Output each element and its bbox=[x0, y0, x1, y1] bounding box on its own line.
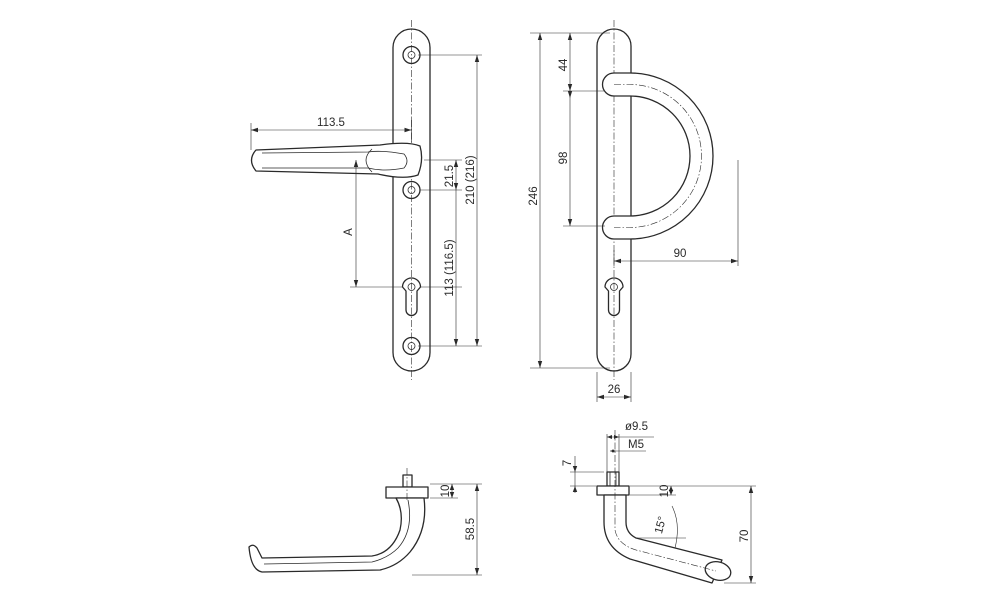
side-rose bbox=[385, 486, 429, 499]
front-view-dimensions: 113.5 A 21.5 113 (116.5) 210 (216) bbox=[250, 54, 482, 347]
dim-rose-height-side: 10 bbox=[440, 485, 452, 498]
dim-plate-width: 26 bbox=[608, 384, 621, 396]
dim-thread: M5 bbox=[628, 439, 644, 451]
dim-pull-top: 44 bbox=[558, 58, 570, 71]
lever-front-view bbox=[250, 20, 431, 380]
dim-spindle-to-cylinder: 113 (116.5) bbox=[444, 239, 456, 296]
side-view-dimensions: 10 58.5 bbox=[412, 483, 482, 576]
dim-overall-length: 246 bbox=[528, 186, 540, 205]
dim-rose-height-end: 10 bbox=[659, 485, 671, 498]
euro-cylinder-cutout bbox=[401, 277, 422, 317]
end-view-dimensions: ø9.5 M5 7 10 15° 70 bbox=[562, 421, 756, 584]
dim-handle-projection: 113.5 bbox=[317, 117, 345, 129]
dim-backset-a: A bbox=[343, 228, 355, 236]
end-lever-tip bbox=[704, 561, 732, 581]
dim-spindle-dia: ø9.5 bbox=[625, 421, 648, 433]
lever-outline bbox=[250, 142, 423, 178]
pull-handle-outline bbox=[601, 72, 714, 240]
dim-angle: 15° bbox=[653, 515, 669, 535]
dim-lever-height-end: 70 bbox=[739, 530, 751, 543]
pull-handle-front-view bbox=[596, 20, 714, 380]
end-lever-outline bbox=[603, 494, 723, 584]
pull-cylinder-cutout bbox=[604, 277, 624, 317]
lever-side-view bbox=[248, 468, 429, 573]
dim-pull-centres: 98 bbox=[558, 152, 570, 165]
side-spindle bbox=[402, 474, 413, 488]
dim-stem: 7 bbox=[562, 460, 574, 466]
dim-offset-spindle: 21.5 bbox=[444, 165, 456, 187]
side-lever-outline bbox=[248, 497, 426, 573]
pull-view-dimensions: 246 44 98 90 26 bbox=[528, 32, 739, 402]
dim-pull-projection: 90 bbox=[674, 248, 687, 260]
end-rose bbox=[596, 485, 630, 496]
dim-lever-height: 58.5 bbox=[465, 518, 477, 540]
end-spindle bbox=[606, 471, 620, 487]
lever-end-view bbox=[596, 430, 732, 584]
dim-overall-centres: 210 (216) bbox=[465, 155, 477, 204]
